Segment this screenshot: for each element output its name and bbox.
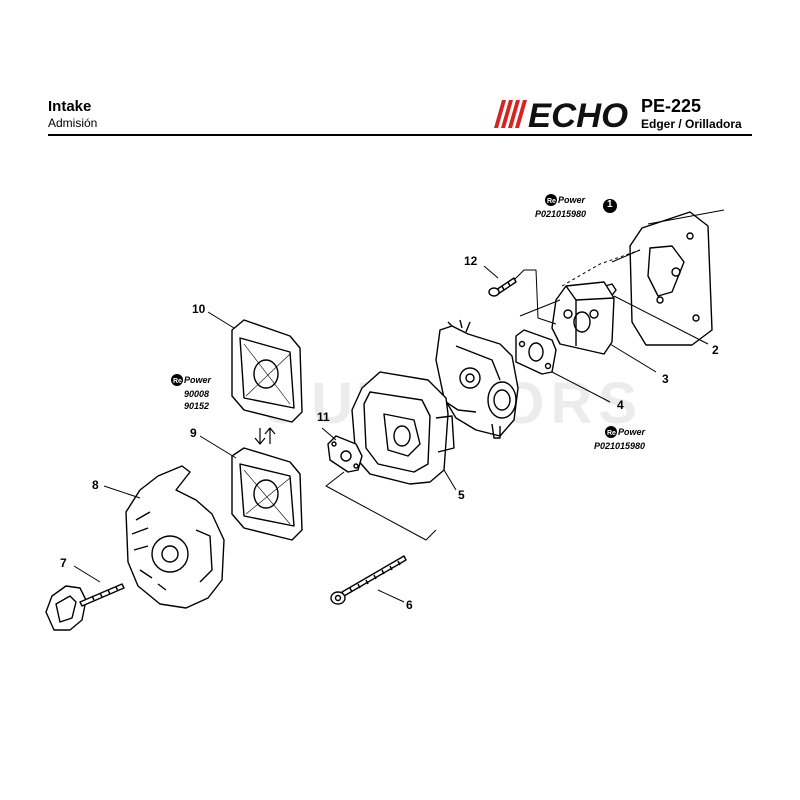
- repower-part-number: 90152: [184, 401, 210, 411]
- repower-logo-icon: Re Power: [545, 194, 586, 206]
- interchange-arrows: [254, 427, 276, 445]
- air-cleaner-case-part-5: [351, 371, 455, 485]
- repower-logo-icon: Re Power: [605, 426, 646, 438]
- svg-text:Power: Power: [618, 427, 646, 437]
- callout-1-marker: [603, 199, 617, 213]
- callout-6: 6: [406, 598, 413, 612]
- page-subtitle: Admisión: [48, 116, 98, 130]
- callout-7: 7: [60, 556, 67, 570]
- brand-wordmark: ECHO: [528, 97, 628, 130]
- screw-part-6: [330, 555, 407, 605]
- plate-part-11: [327, 435, 363, 473]
- echo-logo: ECHO: [494, 97, 628, 130]
- knob-part-7: [45, 583, 125, 631]
- leader-lines: [73, 209, 725, 603]
- callout-10: 10: [192, 302, 206, 316]
- callout-8: 8: [92, 478, 99, 492]
- model-description: Edger / Orilladora: [641, 117, 742, 131]
- gasket-part-1: [629, 211, 713, 346]
- callout-2: 2: [712, 343, 719, 357]
- gasket-part-4: [515, 329, 557, 375]
- air-cleaner-cover-part-8: [125, 465, 225, 609]
- callout-1: 1: [607, 199, 613, 210]
- repower-part-number: P021015980: [594, 441, 646, 451]
- screw-part-12: [488, 277, 517, 297]
- callout-11: 11: [317, 410, 330, 424]
- repower-part-number: P021015980: [535, 209, 587, 219]
- model-number: PE-225: [641, 96, 702, 116]
- callout-4: 4: [617, 398, 624, 412]
- repower-logo-icon: Re Power: [171, 374, 212, 386]
- header-rule: [48, 134, 752, 136]
- svg-text:Power: Power: [558, 195, 586, 205]
- callout-9: 9: [190, 426, 197, 440]
- callout-5: 5: [458, 488, 465, 502]
- callout-12: 12: [464, 254, 478, 268]
- svg-text:Re: Re: [607, 430, 616, 437]
- carburetor: [435, 319, 519, 439]
- insulator-part-3: [551, 281, 615, 355]
- filter-part-10: [231, 319, 303, 423]
- callout-3: 3: [662, 372, 669, 386]
- svg-text:Re: Re: [547, 198, 556, 205]
- svg-text:Power: Power: [184, 375, 212, 385]
- page-title: Intake: [48, 98, 92, 115]
- filter-part-9: [231, 447, 303, 541]
- repower-part-number: 90008: [184, 389, 210, 399]
- svg-text:Re: Re: [173, 378, 182, 385]
